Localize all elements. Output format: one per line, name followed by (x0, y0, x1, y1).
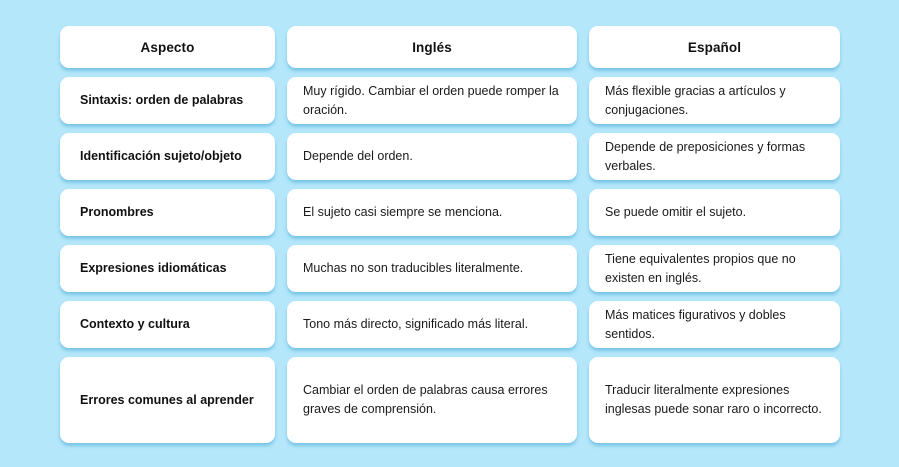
spanish-text: Se puede omitir el sujeto. (605, 205, 747, 220)
cell-english: Depende del orden. (287, 133, 577, 180)
spanish-text: Depende de preposiciones y formas verbal… (605, 139, 806, 173)
cell-spanish: Tiene equivalentes propios que no existe… (589, 245, 840, 292)
spanish-text: Traducir literalmente expresiones ingles… (605, 383, 822, 416)
header-label-ingles: Inglés (412, 39, 452, 55)
header-cell-espanol: Español (589, 26, 840, 68)
cell-aspect: Pronombres (60, 189, 275, 236)
aspect-label: Contexto y cultura (80, 317, 190, 332)
cell-spanish: Más flexible gracias a artículos y conju… (589, 77, 840, 124)
cell-aspect: Contexto y cultura (60, 301, 275, 348)
cell-english: Muchas no son traducibles literalmente. (287, 245, 577, 292)
cell-spanish: Se puede omitir el sujeto. (589, 189, 840, 236)
english-text: Depende del orden. (303, 149, 413, 164)
cell-english: Cambiar el orden de palabras causa error… (287, 357, 577, 443)
cell-spanish: Depende de preposiciones y formas verbal… (589, 133, 840, 180)
english-text: Muy rígido. Cambiar el orden puede rompe… (303, 83, 559, 117)
table-row: Errores comunes al aprender Cambiar el o… (60, 357, 840, 443)
header-cell-aspecto: Aspecto (60, 26, 275, 68)
header-cell-ingles: Inglés (287, 26, 577, 68)
aspect-label: Expresiones idiomáticas (80, 261, 227, 276)
cell-spanish: Más matices figurativos y dobles sentido… (589, 301, 840, 348)
spanish-text: Más matices figurativos y dobles sentido… (605, 307, 786, 341)
table-row: Pronombres El sujeto casi siempre se men… (60, 189, 840, 236)
spanish-text: Tiene equivalentes propios que no existe… (605, 251, 796, 285)
english-text: Tono más directo, significado más litera… (303, 317, 529, 332)
table-row: Identificación sujeto/objeto Depende del… (60, 133, 840, 180)
cell-spanish: Traducir literalmente expresiones ingles… (589, 357, 840, 443)
table-row: Sintaxis: orden de palabras Muy rígido. … (60, 77, 840, 124)
aspect-label: Sintaxis: orden de palabras (80, 93, 244, 108)
cell-english: Muy rígido. Cambiar el orden puede rompe… (287, 77, 577, 124)
cell-english: Tono más directo, significado más litera… (287, 301, 577, 348)
table-row: Contexto y cultura Tono más directo, sig… (60, 301, 840, 348)
aspect-label: Errores comunes al aprender (80, 392, 254, 407)
english-text: Muchas no son traducibles literalmente. (303, 261, 524, 276)
english-text: Cambiar el orden de palabras causa error… (303, 383, 548, 416)
table-row: Expresiones idiomáticas Muchas no son tr… (60, 245, 840, 292)
comparison-table: Aspecto Inglés Español Sintaxis: orden d… (60, 26, 840, 443)
table-header-row: Aspecto Inglés Español (60, 26, 840, 68)
spanish-text: Más flexible gracias a artículos y conju… (605, 83, 786, 117)
cell-aspect: Expresiones idiomáticas (60, 245, 275, 292)
header-label-espanol: Español (687, 39, 742, 55)
aspect-label: Identificación sujeto/objeto (80, 149, 242, 164)
english-text: El sujeto casi siempre se menciona. (303, 205, 503, 220)
header-label-aspecto: Aspecto (140, 39, 195, 55)
cell-aspect: Identificación sujeto/objeto (60, 133, 275, 180)
aspect-label: Pronombres (80, 205, 154, 220)
cell-english: El sujeto casi siempre se menciona. (287, 189, 577, 236)
cell-aspect: Errores comunes al aprender (60, 357, 275, 443)
cell-aspect: Sintaxis: orden de palabras (60, 77, 275, 124)
